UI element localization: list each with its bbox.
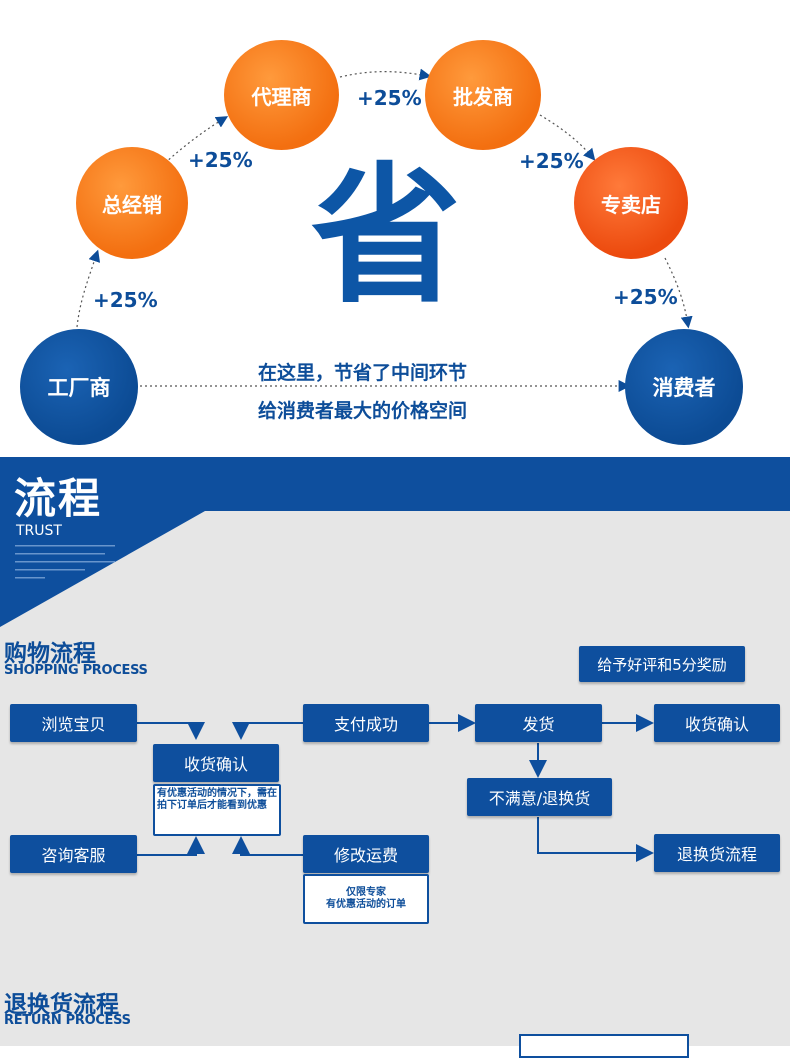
node-agent: 代理商 [224,40,339,150]
markup-label: +25% [93,288,158,312]
savings-line-1: 在这里，节省了中间环节 [258,362,468,384]
banner-shape [0,457,790,627]
supply-chain-arcs [76,68,693,392]
modify-fee-box: 修改运费 [303,835,429,873]
big-save-character: 省 [311,150,462,324]
banner-title: 流程 [14,474,103,523]
confirm-address-box: 收货确认 [153,744,279,782]
browse-box: 浏览宝贝 [10,704,137,742]
modify-note-line-2: 有优惠活动的订单 [326,899,406,910]
ship-box: 发货 [475,704,602,742]
banner-subtitle: TRUST [16,523,62,539]
pay-success-box: 支付成功 [303,704,429,742]
markup-label: +25% [357,86,422,110]
markup-label: +25% [519,149,584,173]
savings-line-2: 给消费者最大的价格空间 [258,400,468,422]
node-consumer: 消费者 [625,329,743,445]
returns-title: 退换货流程 [4,992,119,1018]
process-section [0,457,790,1046]
node-store: 专卖店 [574,147,688,259]
markup-label: +25% [188,148,253,172]
flow-connectors [137,714,654,862]
reward-box: 给予好评和5分奖励 [579,646,745,682]
consult-box: 咨询客服 [10,835,137,873]
return-flow-box-partial [519,1034,689,1058]
node-distributor: 总经销 [76,147,188,259]
modify-note-line-1: 仅限专家 [346,887,386,898]
shopping-title: 购物流程 [4,641,96,667]
confirm-note: 有优惠活动的情况下，需在拍下订单后才能看到优惠 [153,784,281,836]
unsatisfied-box: 不满意/退换货 [467,778,612,816]
modify-note: 仅限专家 有优惠活动的订单 [303,874,429,924]
node-wholesaler: 批发商 [425,40,541,150]
returns-subtitle: RETURN PROCESS [4,1013,131,1028]
receive-confirm-box: 收货确认 [654,704,780,742]
return-flow-box: 退换货流程 [654,834,780,872]
markup-label: +25% [613,285,678,309]
node-factory: 工厂商 [20,329,138,445]
shopping-subtitle: SHOPPING PROCESS [4,663,148,678]
